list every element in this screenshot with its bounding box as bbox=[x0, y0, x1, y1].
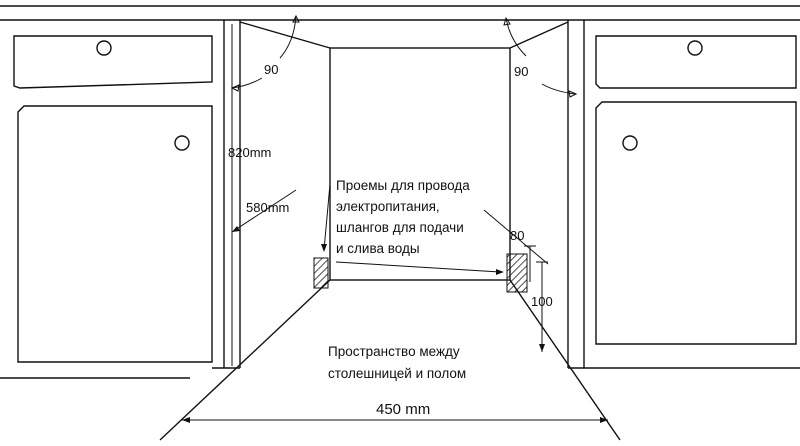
opening-left-hatch bbox=[313, 257, 329, 289]
right-cabinet-door bbox=[595, 101, 797, 345]
left-cabinet-door bbox=[17, 105, 213, 363]
right-cabinet-drawer bbox=[595, 35, 797, 89]
openings-line-1: Проемы для провода bbox=[336, 178, 470, 193]
countertop bbox=[0, 5, 800, 21]
left-cabinet-drawer bbox=[13, 35, 213, 89]
left-side-panel bbox=[212, 20, 241, 369]
angle-label-left: 90 bbox=[264, 62, 278, 77]
openings-line-2: электропитания, bbox=[336, 199, 440, 214]
height-580-arrows bbox=[231, 189, 297, 233]
space-label-line-1: Пространство между bbox=[328, 344, 460, 359]
openings-line-4: и слива воды bbox=[336, 241, 420, 256]
width-450-label: 450 mm bbox=[376, 401, 430, 418]
openings-callout-text: Проемы для провода электропитания, шланг… bbox=[336, 178, 470, 256]
height-580-label: 580mm bbox=[246, 200, 289, 215]
dimension-80-label: 80 bbox=[510, 228, 524, 243]
height-820-label: 820mm bbox=[228, 145, 271, 160]
width-450-dimension bbox=[182, 417, 608, 423]
opening-right-hatch bbox=[506, 253, 528, 293]
openings-arrows bbox=[321, 183, 504, 275]
dimension-80-100 bbox=[483, 209, 549, 352]
angle-label-right: 90 bbox=[514, 64, 528, 79]
angle-arc-right bbox=[503, 16, 578, 98]
angle-arc-left bbox=[230, 14, 300, 92]
space-label-line-2: столешницей и полом bbox=[328, 366, 466, 381]
openings-line-3: шлангов для подачи bbox=[336, 220, 464, 235]
dimension-100-label: 100 bbox=[531, 294, 553, 309]
niche-back-wall bbox=[159, 21, 621, 441]
right-side-panel bbox=[567, 20, 800, 369]
